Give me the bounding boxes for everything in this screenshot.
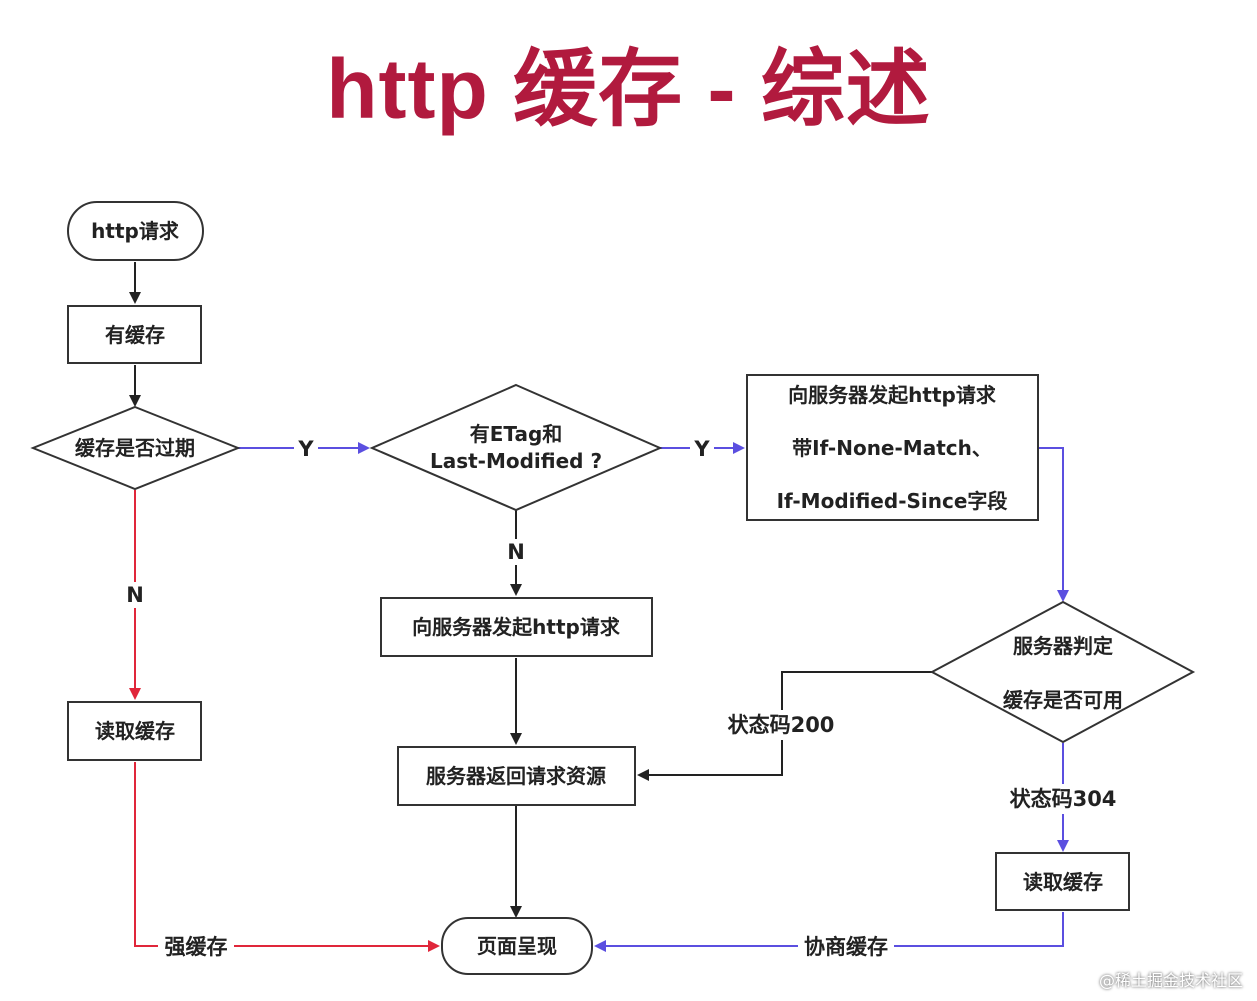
node-plain-req: 向服务器发起http请求 [412, 615, 621, 639]
node-server-return-shape [397, 746, 636, 806]
node-start-shape [67, 201, 204, 261]
node-has-cache: 有缓存 [105, 323, 165, 347]
node-expired-shape [30, 405, 241, 491]
node-cond-req-line2: 带If-None-Match、 [792, 436, 992, 460]
label-no-etag: N [507, 540, 525, 564]
label-status-200: 状态码200 [728, 713, 835, 737]
label-strong-cache: 强缓存 [165, 935, 228, 959]
label-no-expired: N [126, 583, 144, 607]
label-bg-no-expired [123, 582, 147, 608]
node-etag-line1: 有ETag和 [470, 422, 563, 446]
node-read-cache-left-shape [67, 701, 202, 761]
edge-cond-req-to-judge [1038, 447, 1069, 602]
node-render-shape [441, 917, 593, 975]
label-bg-status-200 [722, 710, 840, 740]
node-read-cache-left: 读取缓存 [95, 719, 175, 743]
edge-strong-cache [134, 762, 440, 952]
page-title: http 缓存 - 综述 [326, 42, 931, 136]
label-bg-yes1 [294, 436, 318, 460]
node-read-cache-right: 读取缓存 [1023, 870, 1103, 894]
label-bg-yes2 [690, 436, 714, 460]
watermark: @稀土掘金技术社区 [1098, 971, 1243, 990]
label-bg-negotiated-cache [798, 932, 894, 962]
edge-negotiated-cache [594, 912, 1064, 952]
label-bg-strong-cache [158, 932, 234, 962]
node-server-judge-shape [929, 600, 1196, 744]
label-yes2: Y [693, 437, 710, 461]
node-expired: 缓存是否过期 [75, 436, 195, 460]
node-server-judge-line1: 服务器判定 [1013, 634, 1113, 658]
node-start: http请求 [91, 219, 180, 243]
label-yes1: Y [297, 437, 314, 461]
node-plain-req-shape [380, 597, 653, 657]
node-server-return: 服务器返回请求资源 [426, 764, 606, 788]
node-has-cache-shape [67, 305, 202, 364]
label-negotiated-cache: 协商缓存 [804, 935, 888, 959]
label-status-304: 状态码304 [1010, 787, 1117, 811]
node-read-cache-right-shape [995, 852, 1130, 911]
node-etag-shape [369, 383, 663, 512]
node-etag-line2: Last-Modified ? [430, 449, 602, 473]
node-cond-req-line3: If-Modified-Since字段 [777, 489, 1008, 513]
node-cond-req-line1: 向服务器发起http请求 [788, 383, 997, 407]
node-cond-req-shape [746, 374, 1039, 521]
label-bg-no-etag [504, 539, 528, 565]
node-server-judge-line2: 缓存是否可用 [1003, 688, 1123, 712]
label-bg-status-304 [1004, 784, 1122, 814]
node-render: 页面呈现 [477, 934, 557, 958]
